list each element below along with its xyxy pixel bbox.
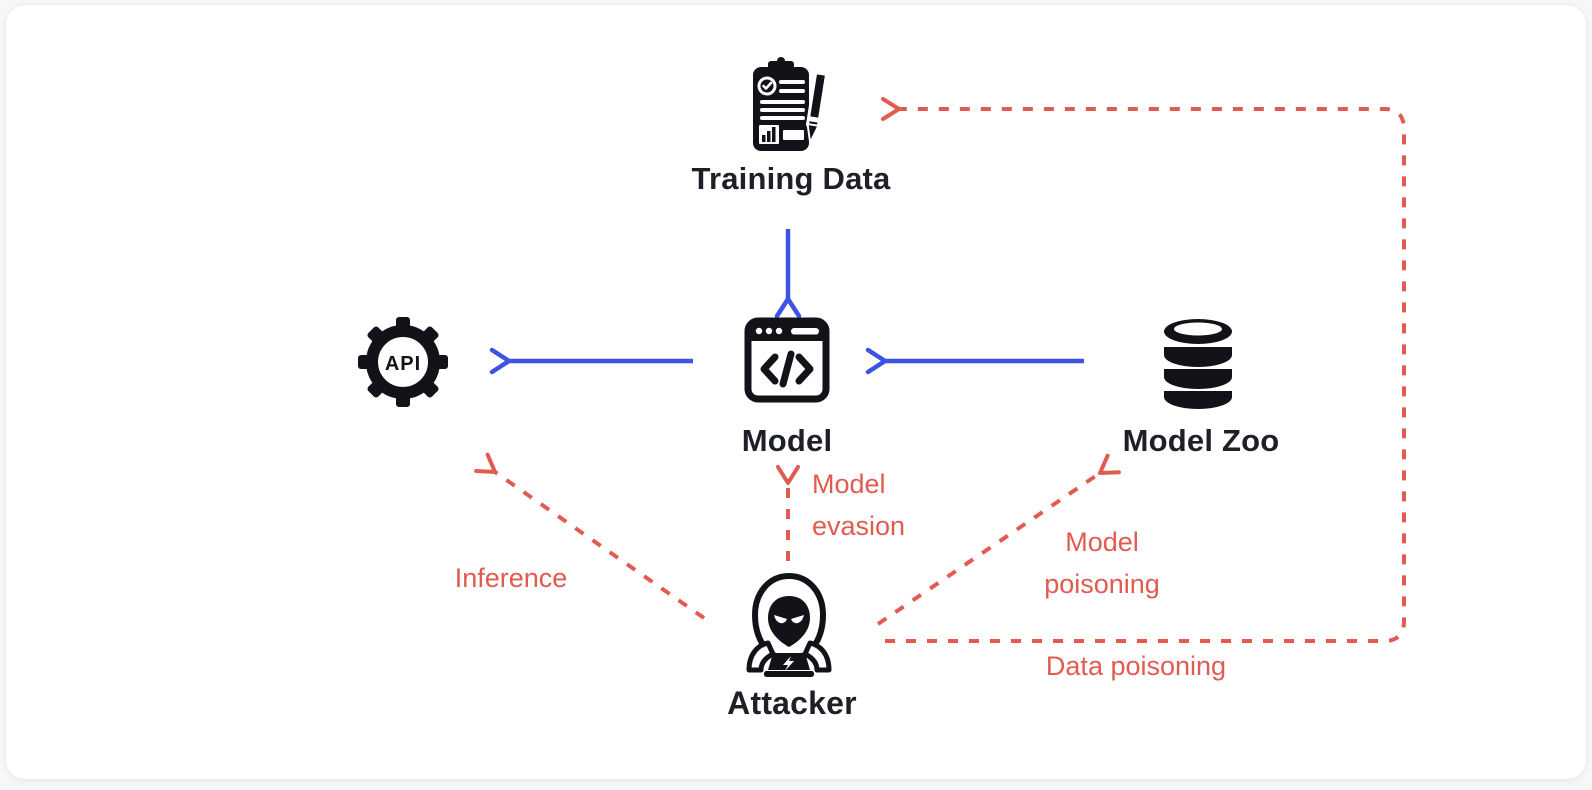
data-poisoning-attack-label: Data poisoning bbox=[1045, 651, 1227, 681]
attacker-hacker-icon bbox=[746, 572, 832, 677]
arrow-attacker-inference bbox=[474, 452, 706, 620]
api-label: API bbox=[385, 353, 421, 375]
model-node bbox=[744, 317, 830, 403]
model-poisoning-attack-label: Model poisoning bbox=[1044, 527, 1160, 599]
attacker-label: Attacker bbox=[727, 685, 857, 721]
model-evasion-attack-label: Model evasion bbox=[812, 469, 906, 541]
diagram-canvas: Training Data Model bbox=[5, 4, 1587, 780]
training-data-icon bbox=[753, 57, 828, 151]
arrow-attacker-model-poisoning bbox=[876, 453, 1121, 626]
inference-attack-label: Inference bbox=[454, 563, 568, 593]
api-gear-icon: API bbox=[358, 317, 448, 407]
arrows-layer bbox=[474, 97, 1406, 643]
training-data-node bbox=[747, 57, 829, 153]
training-data-label: Training Data bbox=[691, 161, 891, 196]
model-icon bbox=[744, 317, 830, 403]
attacker-node bbox=[737, 568, 841, 678]
api-node: API bbox=[357, 316, 449, 408]
model-zoo-database-icon bbox=[1164, 319, 1232, 409]
model-zoo-label: Model Zoo bbox=[1122, 423, 1280, 458]
model-zoo-node bbox=[1159, 318, 1237, 410]
arrow-attacker-data-poisoning bbox=[881, 97, 1406, 643]
model-label: Model bbox=[741, 423, 833, 458]
